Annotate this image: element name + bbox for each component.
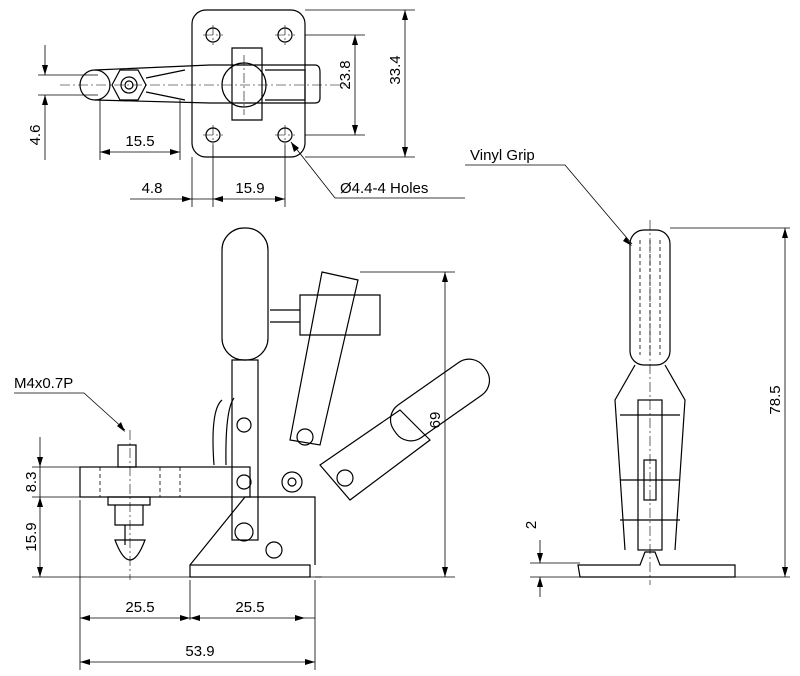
mounting-holes [203, 25, 295, 145]
dim-69: 69 [427, 412, 444, 429]
dim-4-6: 4.6 [27, 125, 44, 146]
dim-25-5-right: 25.5 [235, 599, 264, 616]
dim-15-5: 15.5 [125, 133, 154, 150]
handle-grip [221, 227, 269, 361]
dim-23-8: 23.8 [337, 60, 354, 89]
base-plate [189, 564, 311, 578]
side-view: 69 8.3 15.9 M4x0.7P 25.5 25.5 53.9 [14, 227, 491, 670]
dim-25-5-left: 25.5 [125, 599, 154, 616]
dim-78-5: 78.5 [767, 385, 784, 414]
dim-4-8: 4.8 [142, 180, 163, 197]
clamp-arm [79, 466, 251, 498]
grip-note: Vinyl Grip [470, 147, 535, 164]
end-view: 78.5 2 Vinyl Grip [465, 147, 790, 597]
dim-53-9: 53.9 [185, 643, 214, 660]
dim-2: 2 [523, 521, 540, 529]
dim-33-4: 33.4 [387, 55, 404, 84]
holes-note: Ø4.4-4 Holes [340, 180, 428, 197]
dim-15-9: 15.9 [235, 180, 264, 197]
dim-15-9-height: 15.9 [23, 522, 40, 551]
thread-note: M4x0.7P [14, 375, 73, 392]
top-view: 33.4 23.8 4.6 15.5 4.8 15.9 Ø4.4-4 Holes [27, 9, 465, 207]
dim-8-3: 8.3 [23, 472, 40, 493]
